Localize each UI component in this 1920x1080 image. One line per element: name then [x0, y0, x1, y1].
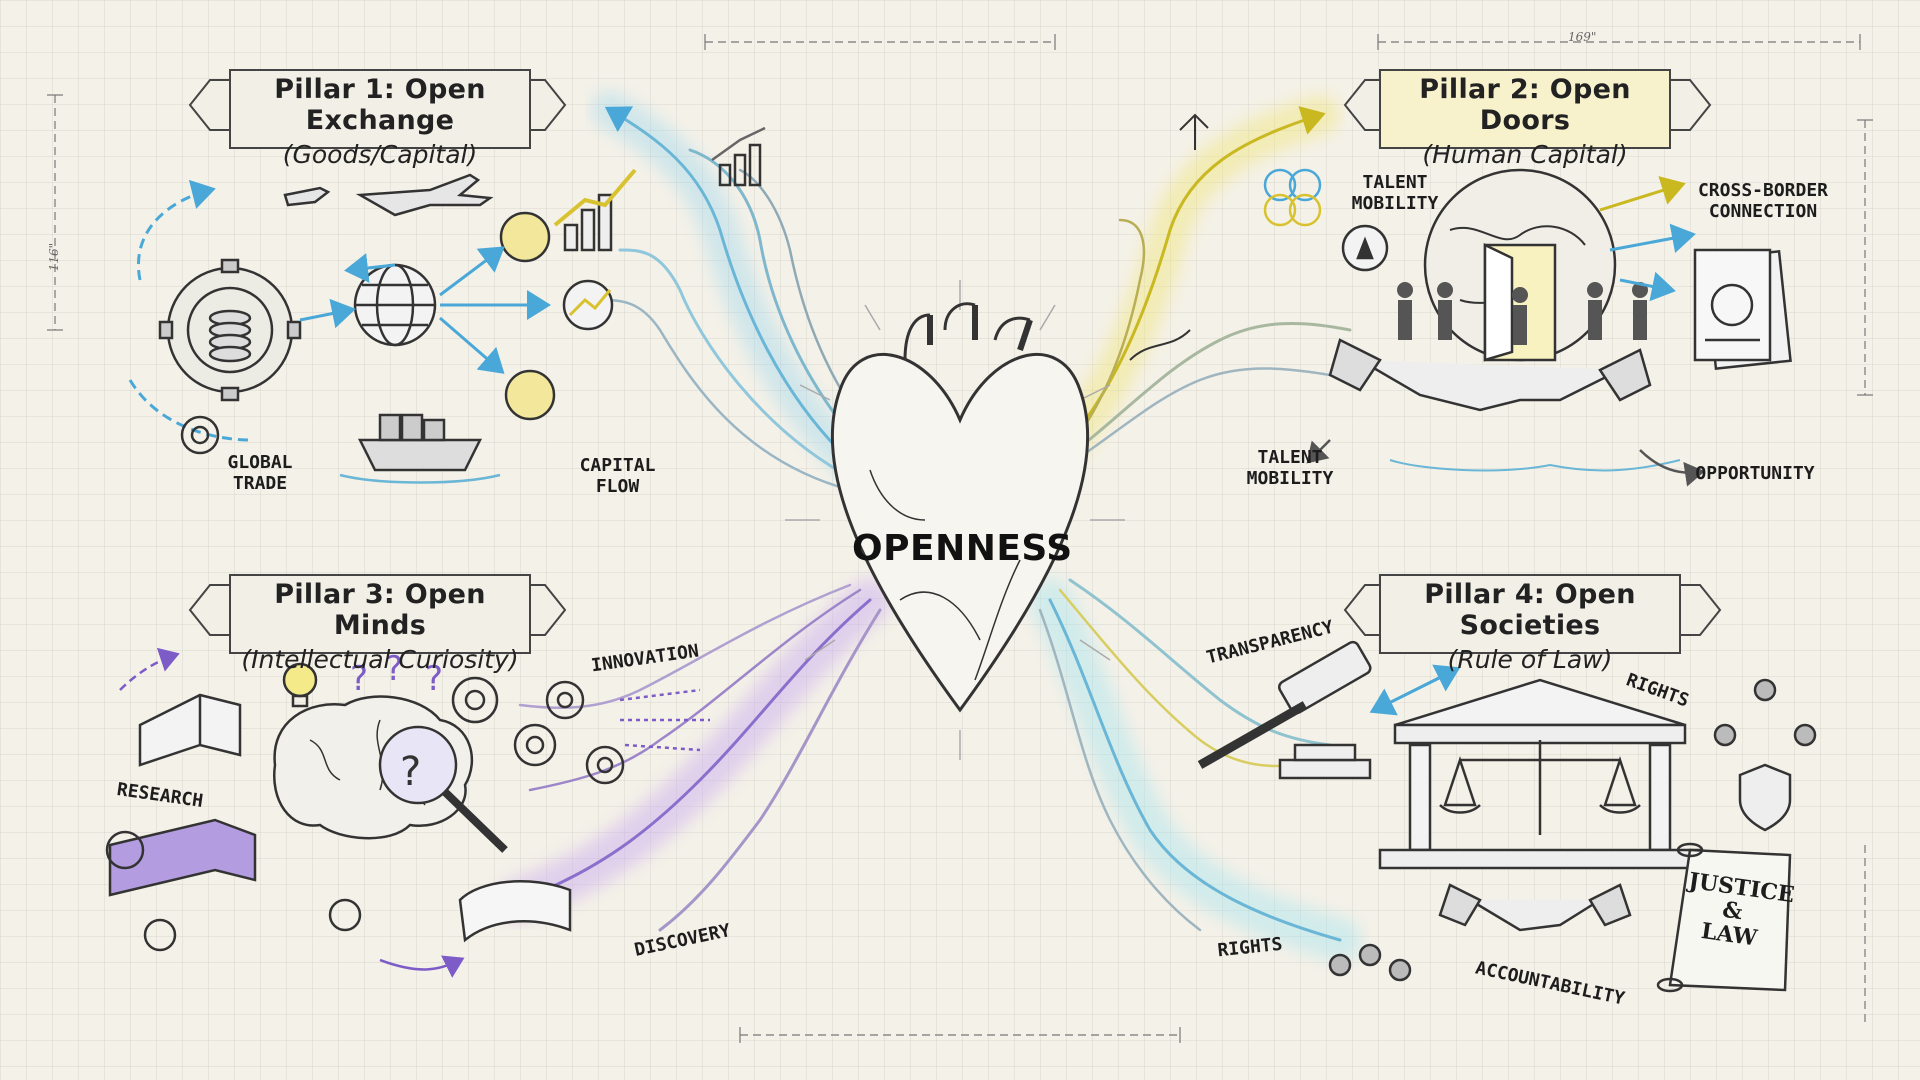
pillar-4-banner: Pillar 4: Open Societies (Rule of Law)	[1380, 579, 1680, 674]
handshake-icon	[1438, 883, 1632, 932]
heart-icon	[830, 302, 1090, 713]
pillar-2-title: Pillar 2: Open Doors	[1419, 74, 1631, 136]
people-network-icon	[1328, 678, 1817, 982]
ship-icon	[339, 413, 501, 484]
center-label: OPENNESS	[852, 528, 1073, 569]
globe-icon	[353, 263, 437, 347]
airplane-icon	[283, 186, 331, 207]
dimension-lines	[47, 34, 1873, 1043]
scroll-icon	[1656, 842, 1792, 993]
pillar2-illustration	[1129, 113, 1792, 487]
gavel-icon	[1197, 640, 1372, 780]
label-global-trade: GLOBAL TRADE	[227, 452, 293, 494]
compass-icon	[1341, 224, 1389, 272]
label-cross-border: CROSS-BORDER CONNECTION	[1697, 180, 1829, 222]
courthouse-scales-icon	[1378, 678, 1702, 870]
airplane-icon	[355, 173, 494, 217]
svg-text:?: ?	[385, 649, 403, 689]
svg-text:?: ?	[425, 659, 443, 699]
gear-icon	[180, 415, 220, 455]
heart-rays	[785, 280, 1125, 760]
gear-icon	[105, 676, 625, 952]
handshake-icon	[1328, 338, 1652, 412]
label-talent-mobility-bottom: TALENT MOBILITY	[1246, 447, 1334, 489]
shield-icon	[1738, 763, 1792, 832]
infinity-link-icon	[1263, 168, 1322, 227]
passport-icon	[1693, 248, 1792, 370]
dimension-left-side: 116"	[47, 242, 62, 272]
pillar3-illustration: ? ???	[105, 647, 710, 978]
pillar-4-subtitle: (Rule of Law)	[1447, 645, 1613, 674]
banner-shapes	[188, 69, 1722, 654]
svg-text:?: ?	[400, 749, 421, 795]
pillar-3-title: Pillar 3: Open Minds	[274, 579, 486, 641]
pillar-3-banner: Pillar 3: Open Minds (Intellectual Curio…	[230, 579, 530, 674]
lightbulb-icon	[282, 662, 318, 708]
book-icon	[108, 693, 572, 943]
label-capital-flow: CAPITAL FLOW	[579, 455, 656, 497]
pillar-1-banner: Pillar 1: Open Exchange (Goods/Capital)	[230, 74, 530, 169]
pillar-1-subtitle: (Goods/Capital)	[282, 140, 478, 169]
label-justice-law: JUSTICE & LAW	[1686, 867, 1797, 952]
label-talent-mobility-top: TALENT MOBILITY	[1351, 172, 1439, 214]
pillar-1-title: Pillar 1: Open Exchange	[274, 74, 486, 136]
coins-icon	[208, 309, 252, 363]
magnifier-icon: ?	[378, 725, 508, 853]
dimension-top-right: 169"	[1568, 30, 1597, 44]
pillar-2-banner: Pillar 2: Open Doors (Human Capital)	[1380, 74, 1670, 169]
svg-text:?: ?	[350, 659, 368, 699]
dollar-coin-icon	[499, 211, 556, 421]
pillar4-illustration	[1197, 640, 1817, 993]
pillar-2-subtitle: (Human Capital)	[1422, 140, 1628, 169]
pillar-3-subtitle: (Intellectual Curiosity)	[241, 645, 519, 674]
pillar1-illustration	[128, 126, 766, 484]
person-icon	[1397, 282, 1648, 345]
pillar-4-title: Pillar 4: Open Societies	[1424, 579, 1636, 641]
bar-chart-icon	[553, 126, 766, 252]
label-opportunity: OPPORTUNITY	[1695, 463, 1815, 484]
